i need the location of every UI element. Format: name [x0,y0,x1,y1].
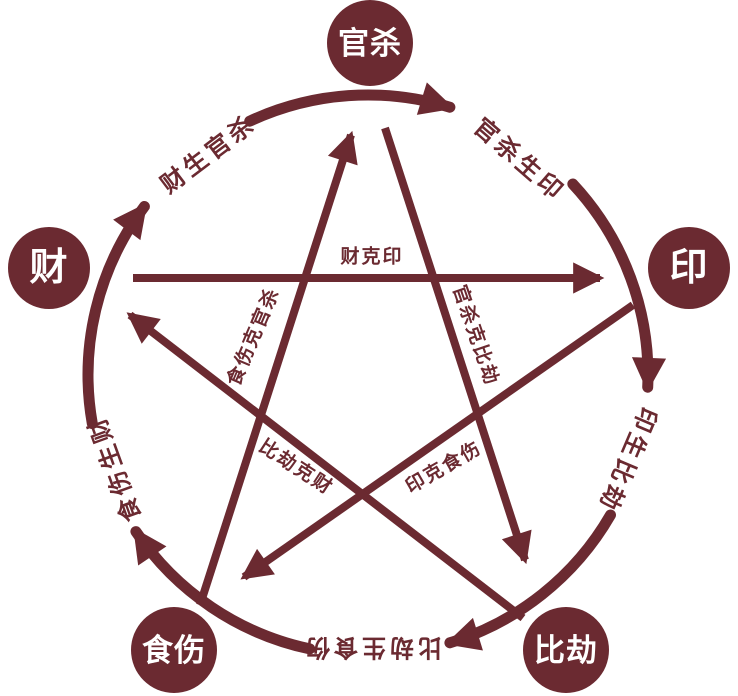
arrow-yin-overcomes-shishang [240,301,636,581]
node-cai: 财 [8,227,90,309]
node-guansha-label: 官杀 [338,25,402,61]
node-bijie-label: 比劫 [534,632,598,668]
node-yin-label: 印 [669,247,709,289]
arrow-bijie-overcomes-cai [126,311,526,622]
node-guansha: 官杀 [327,0,413,86]
label-bijie-generates-shishang: 比劫生食伤 [302,633,442,661]
arc-guansha-generates-yin [567,178,667,393]
arrow-shishang-overcomes-guansha [196,130,358,607]
arc-bijie-generates-shishang [130,526,316,655]
node-shishang: 食伤 [131,607,217,693]
node-yin: 印 [648,227,730,309]
node-bijie: 比劫 [523,607,609,693]
arc-yin-generates-bijie [444,509,616,651]
arc-cai-generates-guansha [244,82,456,127]
arc-shishang-generates-cai [82,201,150,430]
node-shishang-label: 食伤 [142,632,206,668]
arrow-guansha-overcomes-bijie [381,126,532,565]
node-cai-label: 财 [29,247,69,289]
label-cai-overcomes-yin: 财克印 [340,246,404,268]
